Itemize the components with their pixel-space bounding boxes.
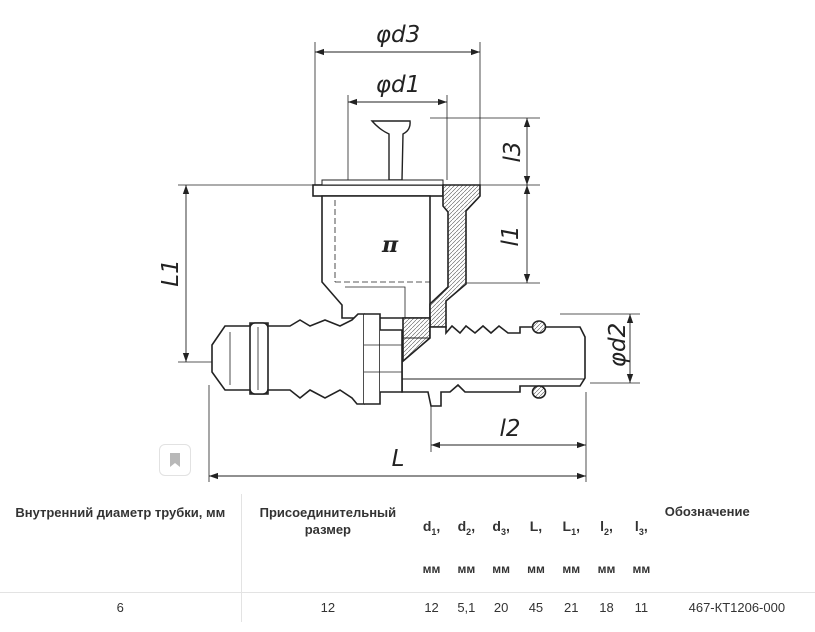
header-unit: мм xyxy=(492,561,511,576)
header-symbol-d2: d2, xyxy=(457,518,476,537)
cell-L: 45 xyxy=(518,591,554,622)
cell-l2: 18 xyxy=(589,591,624,622)
bookmark-icon xyxy=(170,453,180,467)
top-cap xyxy=(370,120,411,181)
dim-label-d1: φd1 xyxy=(376,72,420,98)
cell-d1: 12 xyxy=(414,591,449,622)
cell-l3: 11 xyxy=(623,591,659,622)
dimension-lines xyxy=(182,48,634,480)
dim-label-d2: φd2 xyxy=(605,323,631,367)
cell-L1: 21 xyxy=(553,591,590,622)
tee-fitting-drawing: φd3 φd1 l3 l1 L1 φd2 l2 L π xyxy=(158,22,640,482)
dim-label-l1: l1 xyxy=(498,225,524,246)
header-unit: мм xyxy=(562,561,581,576)
spec-table: Внутренний диаметр трубки, мм Присоедини… xyxy=(0,494,815,622)
header-unit: мм xyxy=(422,561,441,576)
header-unit: мм xyxy=(632,561,651,576)
collar-flange xyxy=(312,179,444,197)
header-symbol-L1: L1, xyxy=(562,518,580,537)
dim-label-L: L xyxy=(392,446,405,472)
dim-label-l2: l2 xyxy=(499,416,520,442)
header-unit: мм xyxy=(457,561,476,576)
left-barb xyxy=(211,313,403,405)
cell-d3: 20 xyxy=(483,591,519,622)
header-designation: Обозначение xyxy=(664,504,750,519)
header-inner-diameter: Внутренний диаметр трубки, мм xyxy=(15,505,226,520)
cell-connection-size: 12 xyxy=(240,591,415,622)
socket-body xyxy=(321,195,431,319)
dim-label-d3: φd3 xyxy=(376,22,420,48)
bookmark-button[interactable] xyxy=(159,444,191,476)
header-unit: мм xyxy=(527,561,545,576)
cell-designation: 467-КТ1206-000 xyxy=(658,591,815,622)
cell-d2: 5,1 xyxy=(448,591,484,622)
header-symbol-d3: d3, xyxy=(492,518,510,537)
header-symbol-d1: d1, xyxy=(422,518,441,537)
dim-label-L1: L1 xyxy=(158,259,184,286)
table-row: 6 12 12 5,1 20 45 21 18 11 467-КТ1206-00… xyxy=(0,591,815,622)
header-unit: мм xyxy=(597,561,616,576)
header-symbol-l3: l3, xyxy=(634,518,648,537)
right-barb xyxy=(401,320,586,407)
header-symbol-L: L, xyxy=(529,518,543,534)
header-symbol-l2: l2, xyxy=(600,518,613,537)
dim-label-l3: l3 xyxy=(500,141,526,162)
cell-inner-diameter: 6 xyxy=(0,591,242,622)
header-connection-size: Присоединительный размер xyxy=(240,494,415,592)
body-mark: π xyxy=(381,232,399,258)
